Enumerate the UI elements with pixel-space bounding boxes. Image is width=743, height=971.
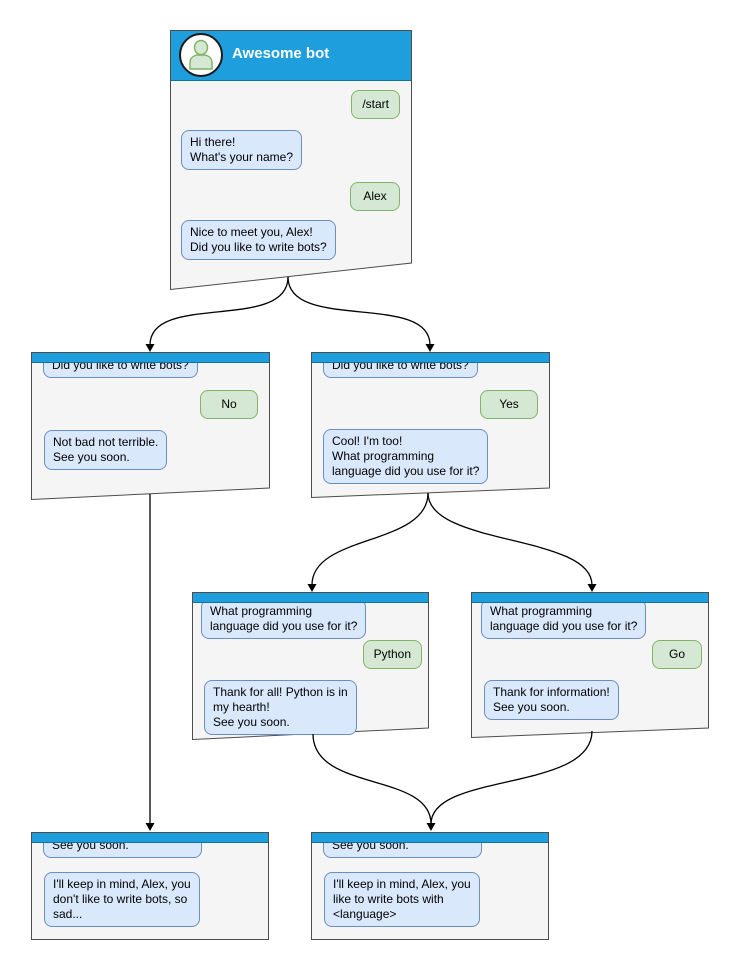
window-titlebar	[32, 833, 268, 843]
bot-message-bubble: What programming language did you use fo…	[201, 599, 367, 639]
bot-message-bubble: I'll keep in mind, Alex, you don't like …	[44, 872, 200, 927]
bot-message-bubble: Thank for all! Python is in my hearth! S…	[204, 680, 357, 735]
connector-arrow	[430, 730, 593, 825]
chat-window-branch-go: What programming language did you use fo…	[471, 592, 709, 738]
window-header: Awesome bot	[171, 31, 411, 81]
window-titlebar	[32, 353, 269, 363]
user-message-bubble: /start	[351, 90, 400, 119]
connector-arrow	[312, 733, 432, 825]
bot-message-bubble: Cool! I'm too! What programming language…	[323, 429, 489, 484]
window-titlebar	[472, 593, 708, 603]
window-title: Awesome bot	[232, 45, 330, 62]
chat-window-end-yes: See you soon. I'll keep in mind, Alex, y…	[311, 832, 549, 940]
bot-message-bubble: Hi there! What's your name?	[181, 130, 303, 170]
window-titlebar	[193, 593, 428, 603]
user-message-bubble: Python	[362, 640, 422, 669]
bot-message-bubble: Nice to meet you, Alex! Did you like to …	[181, 220, 336, 260]
chat-window-branch-python: What programming language did you use fo…	[192, 592, 429, 740]
chat-window-branch-no: Did you like to write bots? No Not bad n…	[31, 352, 270, 500]
bot-message-bubble: Thank for information! See you soon.	[484, 680, 619, 720]
chat-window-end-no: See you soon. I'll keep in mind, Alex, y…	[31, 832, 269, 940]
user-message-bubble: Alex	[350, 182, 400, 211]
bot-message-bubble: Not bad not terrible. See you soon.	[44, 430, 168, 470]
user-message-bubble: Go	[652, 640, 702, 669]
window-titlebar	[312, 833, 548, 843]
window-titlebar	[312, 353, 549, 363]
chat-window-branch-yes: Did you like to write bots? Yes Cool! I'…	[311, 352, 550, 498]
connector-arrow	[427, 492, 593, 586]
user-message-bubble: No	[200, 390, 258, 419]
bot-avatar-icon	[179, 33, 223, 77]
chat-window-main: Awesome bot /start Hi there! What's your…	[170, 30, 412, 290]
bot-message-bubble: What programming language did you use fo…	[481, 599, 647, 639]
user-message-bubble: Yes	[480, 390, 538, 419]
bot-message-bubble: I'll keep in mind, Alex, you like to wri…	[324, 872, 480, 927]
connector-arrow	[311, 492, 429, 586]
